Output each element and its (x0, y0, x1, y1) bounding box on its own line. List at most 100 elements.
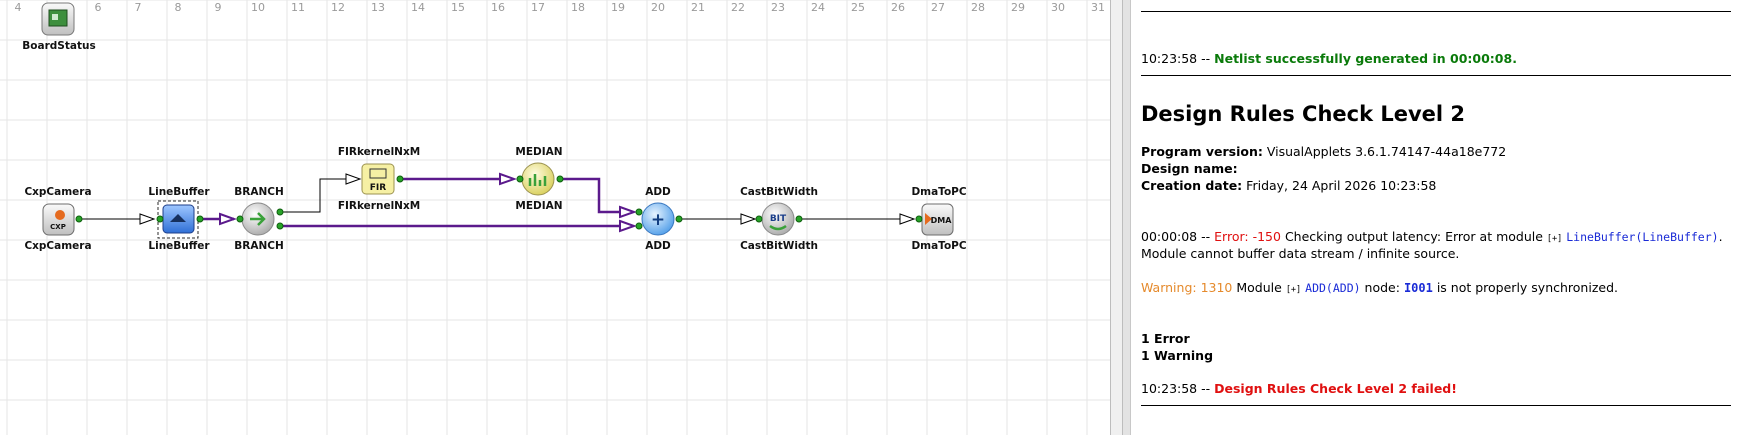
linebuffer-bottom-label: LineBuffer (148, 240, 210, 252)
output-port[interactable] (675, 215, 683, 223)
fir-top-label: FIRkernelNxM (338, 146, 420, 158)
svg-text:BIT: BIT (770, 214, 787, 224)
warning-message: Warning: 1310 Module [+] ADD(ADD) node: … (1141, 280, 1618, 295)
ruler-tick-label: 17 (531, 1, 545, 14)
program-version: Program version: VisualApplets 3.6.1.741… (1141, 144, 1507, 159)
add-bottom-label: ADD (645, 240, 671, 252)
input-port[interactable] (755, 215, 763, 223)
ruler-tick-label: 10 (251, 1, 265, 14)
module-cxpcamera[interactable]: CxpCamera CXP CxpCamera (24, 186, 91, 252)
module-dmatopc[interactable]: DmaToPC DMA DmaToPC (911, 186, 966, 252)
boardstatus-label: BoardStatus (22, 40, 95, 52)
node-link[interactable]: I001 (1403, 281, 1433, 295)
link-branch-fir[interactable] (280, 178, 359, 213)
final-status-line: 10:23:58 -- Design Rules Check Level 2 f… (1141, 381, 1457, 396)
ruler-tick-label: 7 (135, 1, 142, 14)
output-port[interactable] (396, 175, 404, 183)
branch-top-label: BRANCH (234, 186, 284, 198)
ruler-tick-label: 27 (931, 1, 945, 14)
expand-toggle[interactable]: [+] (1546, 234, 1563, 244)
output-port[interactable] (196, 215, 204, 223)
error-detail: Module cannot buffer data stream / infin… (1141, 246, 1460, 261)
ruler-tick-label: 19 (611, 1, 625, 14)
module-linebuffer[interactable]: LineBuffer LineBuffer (148, 186, 210, 252)
input-port[interactable] (915, 215, 923, 223)
input-port[interactable] (236, 215, 244, 223)
splitter-handle[interactable] (1123, 0, 1131, 435)
expand-toggle[interactable]: [+] (1285, 285, 1302, 295)
module-firkernelnxm[interactable]: FIRkernelNxM FIR FIRkernelNxM (338, 146, 420, 212)
splitter-bar[interactable] (1110, 0, 1123, 435)
svg-text:+: + (651, 210, 665, 230)
ruler-tick-label: 25 (851, 1, 865, 14)
ruler-tick-label: 16 (491, 1, 505, 14)
ruler-tick-label: 11 (291, 1, 305, 14)
module-castbitwidth[interactable]: CastBitWidth BIT CastBitWidth (740, 186, 818, 252)
ruler-tick-label: 22 (731, 1, 745, 14)
median-icon (521, 162, 555, 196)
summary-errors: 1 Error (1141, 331, 1190, 346)
ruler-tick-label: 15 (451, 1, 465, 14)
ruler-tick-label: 30 (1051, 1, 1065, 14)
input-port[interactable] (635, 208, 643, 216)
separator (1141, 11, 1731, 12)
ruler-tick-label: 28 (971, 1, 985, 14)
cxpcamera-bottom-label: CxpCamera (24, 240, 91, 252)
castbitwidth-bottom-label: CastBitWidth (740, 240, 818, 252)
add-top-label: ADD (645, 186, 671, 198)
module-median[interactable]: MEDIAN MEDIAN (515, 146, 564, 212)
netlist-line: 10:23:58 -- Netlist successfully generat… (1141, 51, 1517, 66)
connection-links (79, 177, 912, 228)
creation-date: Creation date: Friday, 24 April 2026 10:… (1141, 178, 1437, 193)
design-name: Design name: (1141, 161, 1238, 176)
branch-bottom-label: BRANCH (234, 240, 284, 252)
plus-icon (641, 202, 675, 236)
ruler-tick-label: 18 (571, 1, 585, 14)
linebuffer-top-label: LineBuffer (148, 186, 210, 198)
output-port[interactable] (556, 175, 564, 183)
design-canvas-svg[interactable]: 4567891011121314151617181920212223242526… (0, 0, 1110, 435)
ruler-tick-label: 12 (331, 1, 345, 14)
link-arrowheads (139, 172, 916, 233)
module-branch[interactable]: BRANCH BRANCH (234, 186, 284, 252)
drc-title: Design Rules Check Level 2 (1141, 102, 1466, 126)
ruler-tick-label: 13 (371, 1, 385, 14)
ruler-tick-label: 31 (1091, 1, 1105, 14)
error-message: 00:00:08 -- Error: -150 Checking output … (1141, 229, 1723, 244)
ruler-tick-label: 4 (15, 1, 22, 14)
median-top-label: MEDIAN (515, 146, 562, 158)
output-port[interactable] (276, 222, 284, 230)
module-link-linebuffer[interactable]: LineBuffer(LineBuffer) (1566, 230, 1719, 244)
module-add[interactable]: ADD + ADD (635, 186, 683, 252)
input-port[interactable] (516, 175, 524, 183)
dmatopc-top-label: DmaToPC (911, 186, 966, 198)
fir-bottom-label: FIRkernelNxM (338, 200, 420, 212)
ruler-tick-label: 21 (691, 1, 705, 14)
ruler-tick-label: 14 (411, 1, 425, 14)
module-boardstatus[interactable]: BoardStatus (22, 2, 96, 52)
ruler-tick-label: 20 (651, 1, 665, 14)
ruler-tick-label: 23 (771, 1, 785, 14)
median-bottom-label: MEDIAN (515, 200, 562, 212)
castbitwidth-top-label: CastBitWidth (740, 186, 818, 198)
canvas-grid (0, 0, 1110, 435)
ruler-tick-label: 29 (1011, 1, 1025, 14)
ruler-tick-label: 9 (215, 1, 222, 14)
output-port[interactable] (795, 215, 803, 223)
ruler-tick-label: 6 (95, 1, 102, 14)
drc-log-panel[interactable]: 10:23:58 -- Netlist successfully generat… (1131, 0, 1740, 435)
ruler-tick-label: 24 (811, 1, 825, 14)
dmatopc-bottom-label: DmaToPC (911, 240, 966, 252)
input-port[interactable] (156, 215, 164, 223)
design-canvas[interactable]: 4567891011121314151617181920212223242526… (0, 0, 1110, 435)
input-port[interactable] (635, 222, 643, 230)
cxpcamera-top-label: CxpCamera (24, 186, 91, 198)
link-median-add[interactable] (560, 177, 628, 214)
ruler-tick-label: 26 (891, 1, 905, 14)
ruler-tick-label: 8 (175, 1, 182, 14)
summary-warnings: 1 Warning (1141, 348, 1214, 363)
module-link-add[interactable]: ADD(ADD) (1305, 281, 1361, 295)
column-ruler: 4567891011121314151617181920212223242526… (15, 1, 1106, 14)
output-port[interactable] (276, 208, 284, 216)
output-port[interactable] (75, 215, 83, 223)
